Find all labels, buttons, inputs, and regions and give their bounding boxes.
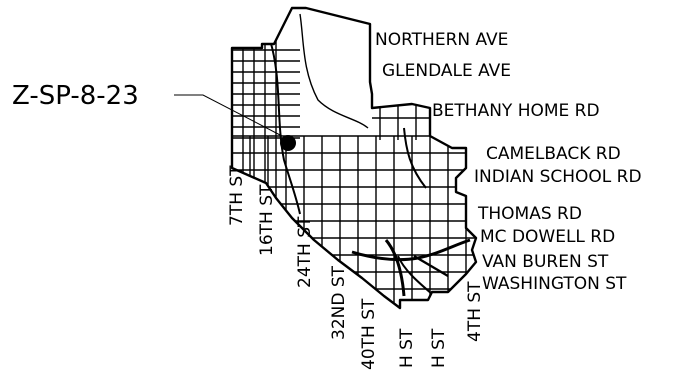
street-labels: 7TH ST 16TH ST 24TH ST 32ND ST 40TH ST H… [227,165,485,370]
label-40th-st: 40TH ST [359,298,379,370]
label-northern-ave: NORTHERN AVE [375,30,508,50]
label-thomas-rd: THOMAS RD [477,204,582,224]
label-bethany-home-rd: BETHANY HOME RD [432,101,600,121]
major-roads [247,13,471,297]
label-mc-dowell-rd: MC DOWELL RD [480,227,615,247]
label-7th-st: 7TH ST [227,165,247,226]
label-van-buren-st: VAN BUREN ST [482,252,609,272]
label-camelback-rd: CAMELBACK RD [486,144,621,164]
avenue-labels: NORTHERN AVE GLENDALE AVE BETHANY HOME R… [375,30,642,294]
label-glendale-ave: GLENDALE AVE [382,61,511,81]
leader-line [174,94,283,137]
case-number-label: Z-SP-8-23 [12,81,139,111]
label-24th-st: 24TH ST [295,216,315,288]
label-partial-st-2: H ST [429,328,449,368]
label-partial-st-1: H ST [397,328,417,368]
site-location-marker [280,135,296,151]
label-indian-school-rd: INDIAN SCHOOL RD [474,167,642,187]
label-washington-st: WASHINGTON ST [482,274,627,294]
label-16th-st: 16TH ST [257,184,277,256]
label-4th-st: 4TH ST [465,281,485,342]
label-32nd-st: 32ND ST [329,265,349,340]
